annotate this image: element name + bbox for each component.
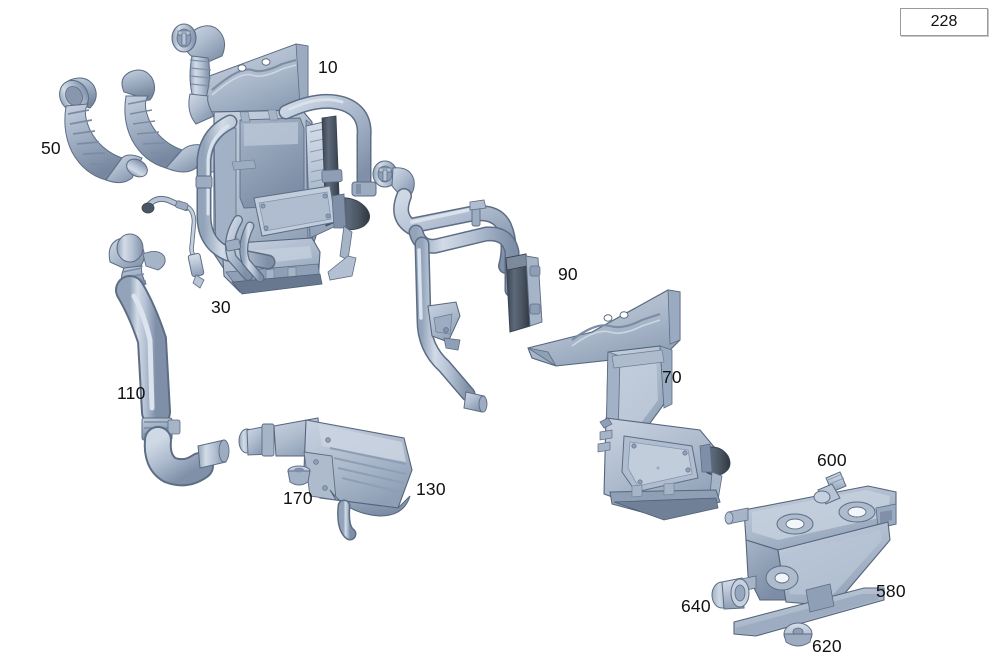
sheet-number-text: 228	[930, 13, 958, 30]
callout-70: 70	[662, 367, 682, 387]
part-580-engine-mount-bracket	[724, 485, 897, 637]
callout-10: 10	[318, 57, 338, 77]
part-10-front-loop-pipe	[195, 114, 276, 270]
part-70-support-bracket	[527, 289, 731, 521]
callout-30: 30	[211, 297, 231, 317]
callout-640: 640	[681, 596, 711, 616]
part-170-grommet	[287, 465, 311, 486]
part-10-charge-air-cooler-module	[121, 23, 377, 295]
part-50-bellows-hose	[59, 77, 148, 184]
callout-170: 170	[283, 488, 313, 508]
part-30-sensor-line	[141, 195, 205, 289]
callout-90: 90	[558, 264, 578, 284]
part-10-inlet-neck	[171, 23, 226, 125]
callout-580: 580	[876, 581, 906, 601]
callout-130: 130	[416, 479, 446, 499]
part-130-resonator-box	[238, 417, 413, 541]
sheet-number-badge: 228	[900, 8, 988, 36]
callout-50: 50	[41, 138, 61, 158]
part-620-rubber-bushing	[783, 622, 813, 647]
part-10-connector-boot	[327, 193, 370, 281]
part-640-flange-nut	[711, 577, 750, 610]
part-110-intake-elbow-hose	[108, 233, 230, 487]
part-90-pipe-assembly	[372, 160, 543, 413]
part-600-bolt	[813, 471, 847, 505]
callout-600: 600	[817, 450, 847, 470]
part-10-lower-pipes	[225, 215, 265, 283]
callout-110: 110	[117, 383, 146, 403]
part-10-upper-coolant-pipe	[278, 93, 377, 197]
callout-620: 620	[812, 636, 842, 656]
